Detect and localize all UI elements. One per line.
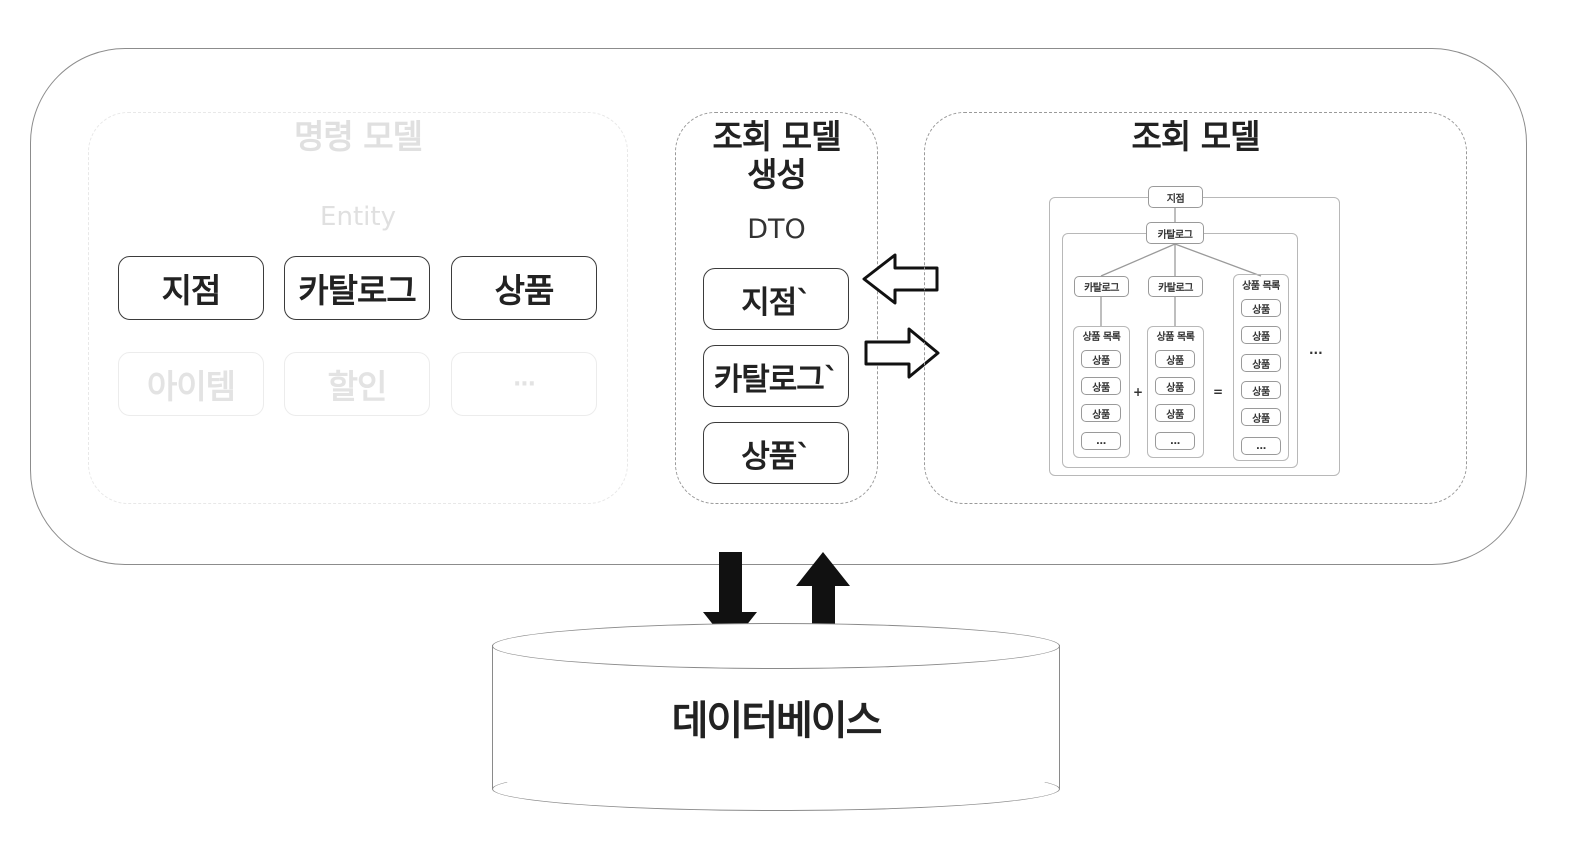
tree-catalog-node: 카탈로그 [1146, 222, 1204, 244]
database-cylinder-top [492, 623, 1060, 669]
product-node: 상품 [1241, 354, 1281, 372]
product-list-label-1: 상품 목록 [1082, 332, 1121, 343]
database-label: 데이터베이스 [671, 698, 883, 744]
tree-root-node: 지점 [1148, 186, 1203, 208]
dto-label: DTO [747, 214, 806, 245]
dto-product-box: 상품` [703, 422, 849, 484]
query-generator-title-line1: 조회 모델 [712, 117, 842, 156]
product-node: 상품 [1081, 350, 1121, 368]
command-model-section [88, 112, 628, 504]
entity-product-box: 상품 [451, 256, 597, 320]
product-list-frame-1 [1073, 326, 1130, 458]
query-model-title: 조회 모델 [1131, 117, 1261, 156]
dto-catalog-box: 카탈로그` [703, 345, 849, 407]
query-generator-section [675, 112, 878, 504]
entity-discount-box: 할인 [284, 352, 430, 416]
product-more-node: ... [1081, 432, 1121, 450]
plus-sign: + [1133, 385, 1144, 399]
connector-catalog-right [1174, 243, 1262, 277]
product-more-node: ... [1155, 432, 1195, 450]
product-more-node: ... [1241, 437, 1281, 455]
equals-sign: = [1213, 385, 1224, 399]
product-node: 상품 [1241, 299, 1281, 317]
command-model-title: 명령 모델 [294, 117, 423, 156]
product-node: 상품 [1155, 404, 1195, 422]
database-cylinder-bottom [492, 767, 1060, 811]
dto-branch-box: 지점` [703, 268, 849, 330]
arrow-up-icon [796, 552, 850, 646]
product-node: 상품 [1081, 377, 1121, 395]
entity-label: Entity [320, 202, 396, 232]
connector-catalog-left [1100, 243, 1176, 277]
entity-branch-box: 지점 [118, 256, 264, 320]
product-node: 상품 [1081, 404, 1121, 422]
product-node: 상품 [1155, 350, 1195, 368]
query-model-section [924, 112, 1467, 504]
arrow-right-icon [864, 327, 940, 379]
arrow-left-icon [862, 253, 939, 305]
database-cylinder-body [492, 645, 1060, 789]
product-node: 상품 [1155, 377, 1195, 395]
side-more-text: ... [1309, 343, 1323, 357]
tree-subcatalog-node-2: 카탈로그 [1148, 276, 1203, 297]
query-generator-title-line2: 생성 [747, 155, 807, 194]
entity-catalog-box: 카탈로그 [284, 256, 430, 320]
product-list-frame-2 [1147, 326, 1204, 458]
entity-more-box: ··· [451, 352, 597, 416]
tree-subcatalog-node-1: 카탈로그 [1074, 276, 1129, 297]
product-list-frame-3 [1233, 274, 1289, 461]
entity-item-box: 아이템 [118, 352, 264, 416]
product-node: 상품 [1241, 408, 1281, 426]
product-node: 상품 [1241, 326, 1281, 344]
product-node: 상품 [1241, 381, 1281, 399]
product-list-label-2: 상품 목록 [1156, 332, 1195, 343]
product-list-label-3: 상품 목록 [1242, 281, 1280, 292]
